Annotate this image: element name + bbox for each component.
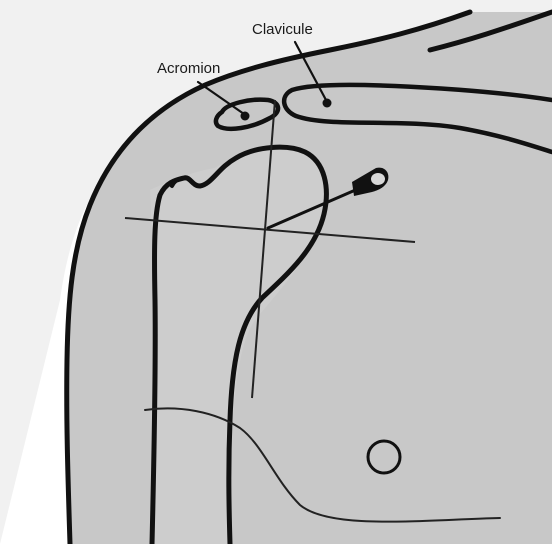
acromion-label: Acromion [157,60,220,77]
clavicule-label: Clavicule [252,21,313,38]
needle-hub-opening [371,173,385,185]
clavicule-dot [323,99,332,108]
acromion-dot [241,112,250,121]
